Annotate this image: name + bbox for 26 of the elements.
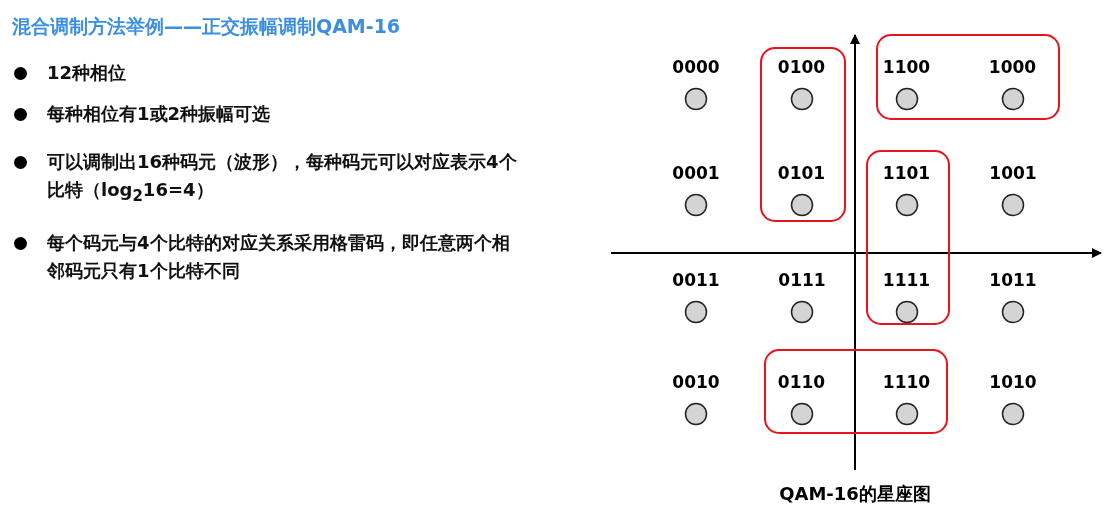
- code-label: 1110: [881, 371, 932, 392]
- code-label: 0100: [776, 56, 827, 77]
- figure-caption: QAM-16的星座图: [778, 482, 932, 506]
- slide-title: 混合调制方法举例——正交振幅调制QAM-16: [12, 14, 401, 39]
- code-label: 1001: [988, 163, 1038, 183]
- bullet-text: 每个码元与4个比特的对应关系采用格雷码，即任意两个相邻码元只有1个比特不同: [47, 231, 511, 283]
- bullet-text: 每种相位有1或2种振幅可选: [47, 102, 272, 126]
- code-label: 1111: [881, 269, 932, 290]
- code-label: 1100: [881, 56, 932, 77]
- code-label: 0110: [776, 371, 827, 392]
- code-label: 1011: [988, 270, 1038, 290]
- group-highlight: [760, 47, 846, 222]
- group-highlight: [866, 150, 950, 325]
- group-highlight: [876, 34, 1060, 120]
- code-label: 0001: [671, 163, 721, 183]
- group-highlight: [764, 349, 948, 434]
- bullet-text: 12种相位: [47, 61, 128, 85]
- code-label: 0011: [671, 270, 721, 290]
- code-label: 0000: [671, 57, 721, 77]
- code-label: 0111: [777, 270, 827, 290]
- code-label: 0010: [671, 372, 721, 392]
- code-label: 0101: [776, 162, 827, 183]
- bullet-text: 可以调制出16种码元（波形），每种码元可以对应表示4个比特（log$_{2}$16=4）: [47, 150, 517, 207]
- code-label: 1000: [987, 56, 1038, 77]
- code-label: 1101: [881, 162, 932, 183]
- code-label: 1010: [988, 372, 1038, 392]
